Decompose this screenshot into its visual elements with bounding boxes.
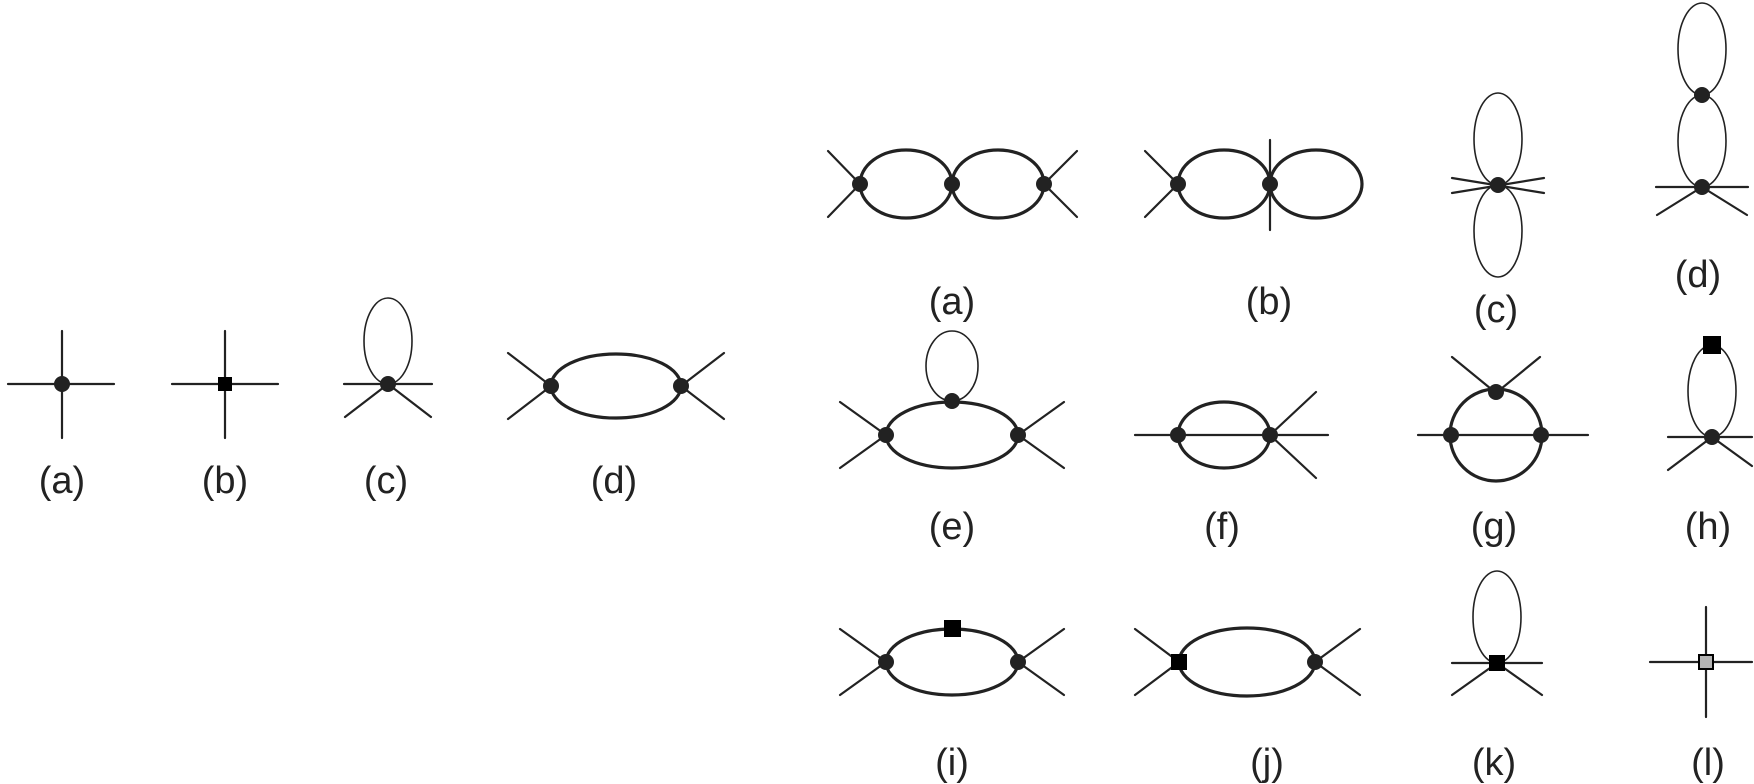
right-label-h: (h) [1685,506,1731,548]
left-diagram-b: (b) [170,329,280,502]
right-diagram-h: (h) [1666,336,1754,548]
vertex-dot [1307,654,1323,670]
vertex-dot [878,654,894,670]
right-diagram-b: (b) [1143,138,1364,323]
right-label-f: (f) [1204,506,1240,548]
vertex-dot [1036,176,1052,192]
vertex-dot [1488,384,1504,400]
left-label-d: (d) [591,460,637,502]
right-diagram-g: (g) [1416,355,1590,548]
vertex-dot [673,378,689,394]
counterterm-square [1489,655,1505,671]
right-label-k: (k) [1472,742,1516,784]
counterterm-square [1703,336,1721,354]
right-label-i: (i) [935,742,969,784]
right-diagram-c: (c) [1450,92,1546,331]
vertex-dot [1010,654,1026,670]
left-label-a: (a) [39,460,85,502]
counterterm-square [1171,654,1187,670]
vertex-dot [1170,427,1186,443]
left-diagram-c: (c) [342,297,434,502]
left-diagram-d: (d) [506,351,726,502]
right-label-j: (j) [1250,742,1284,784]
vertex-dot [1010,427,1026,443]
right-diagram-d: (d) [1654,2,1750,296]
vertex-dot [543,378,559,394]
left-label-b: (b) [202,460,248,502]
right-diagram-i: (i) [838,620,1066,784]
gray-counterterm-square [1698,654,1714,670]
right-diagram-e: (e) [838,330,1066,548]
left-panel: (a) (b) (c) (d) [6,297,726,502]
vertex-dot [1262,427,1278,443]
right-label-a: (a) [929,281,975,323]
vertex-dot [1694,179,1710,195]
right-diagram-l: (l) [1648,605,1754,784]
vertex-dot [380,376,396,392]
vertex-dot [944,393,960,409]
vertex-dot [1490,177,1506,193]
right-label-l: (l) [1691,742,1725,784]
right-panel: (a) (b) (c) [826,2,1754,784]
right-diagram-k: (k) [1450,570,1544,784]
vertex-dot [852,176,868,192]
right-label-c: (c) [1474,289,1518,331]
vertex-dot [1704,429,1720,445]
left-label-c: (c) [364,460,408,502]
vertex-dot [1533,427,1549,443]
left-diagram-a: (a) [6,329,116,502]
vertex-dot [54,376,70,392]
right-label-d: (d) [1675,254,1721,296]
vertex-dot [878,427,894,443]
vertex-dot [1170,176,1186,192]
right-diagram-j: (j) [1133,626,1362,784]
right-label-b: (b) [1246,281,1292,323]
right-label-e: (e) [929,506,975,548]
vertex-dot [1694,87,1710,103]
vertex-dot [1262,176,1278,192]
vertex-dot [944,176,960,192]
counterterm-square [944,620,961,637]
counterterm-square [218,377,232,391]
right-label-g: (g) [1471,506,1517,548]
right-diagram-f: (f) [1133,390,1330,548]
vertex-dot [1443,427,1459,443]
right-diagram-a: (a) [826,148,1079,323]
